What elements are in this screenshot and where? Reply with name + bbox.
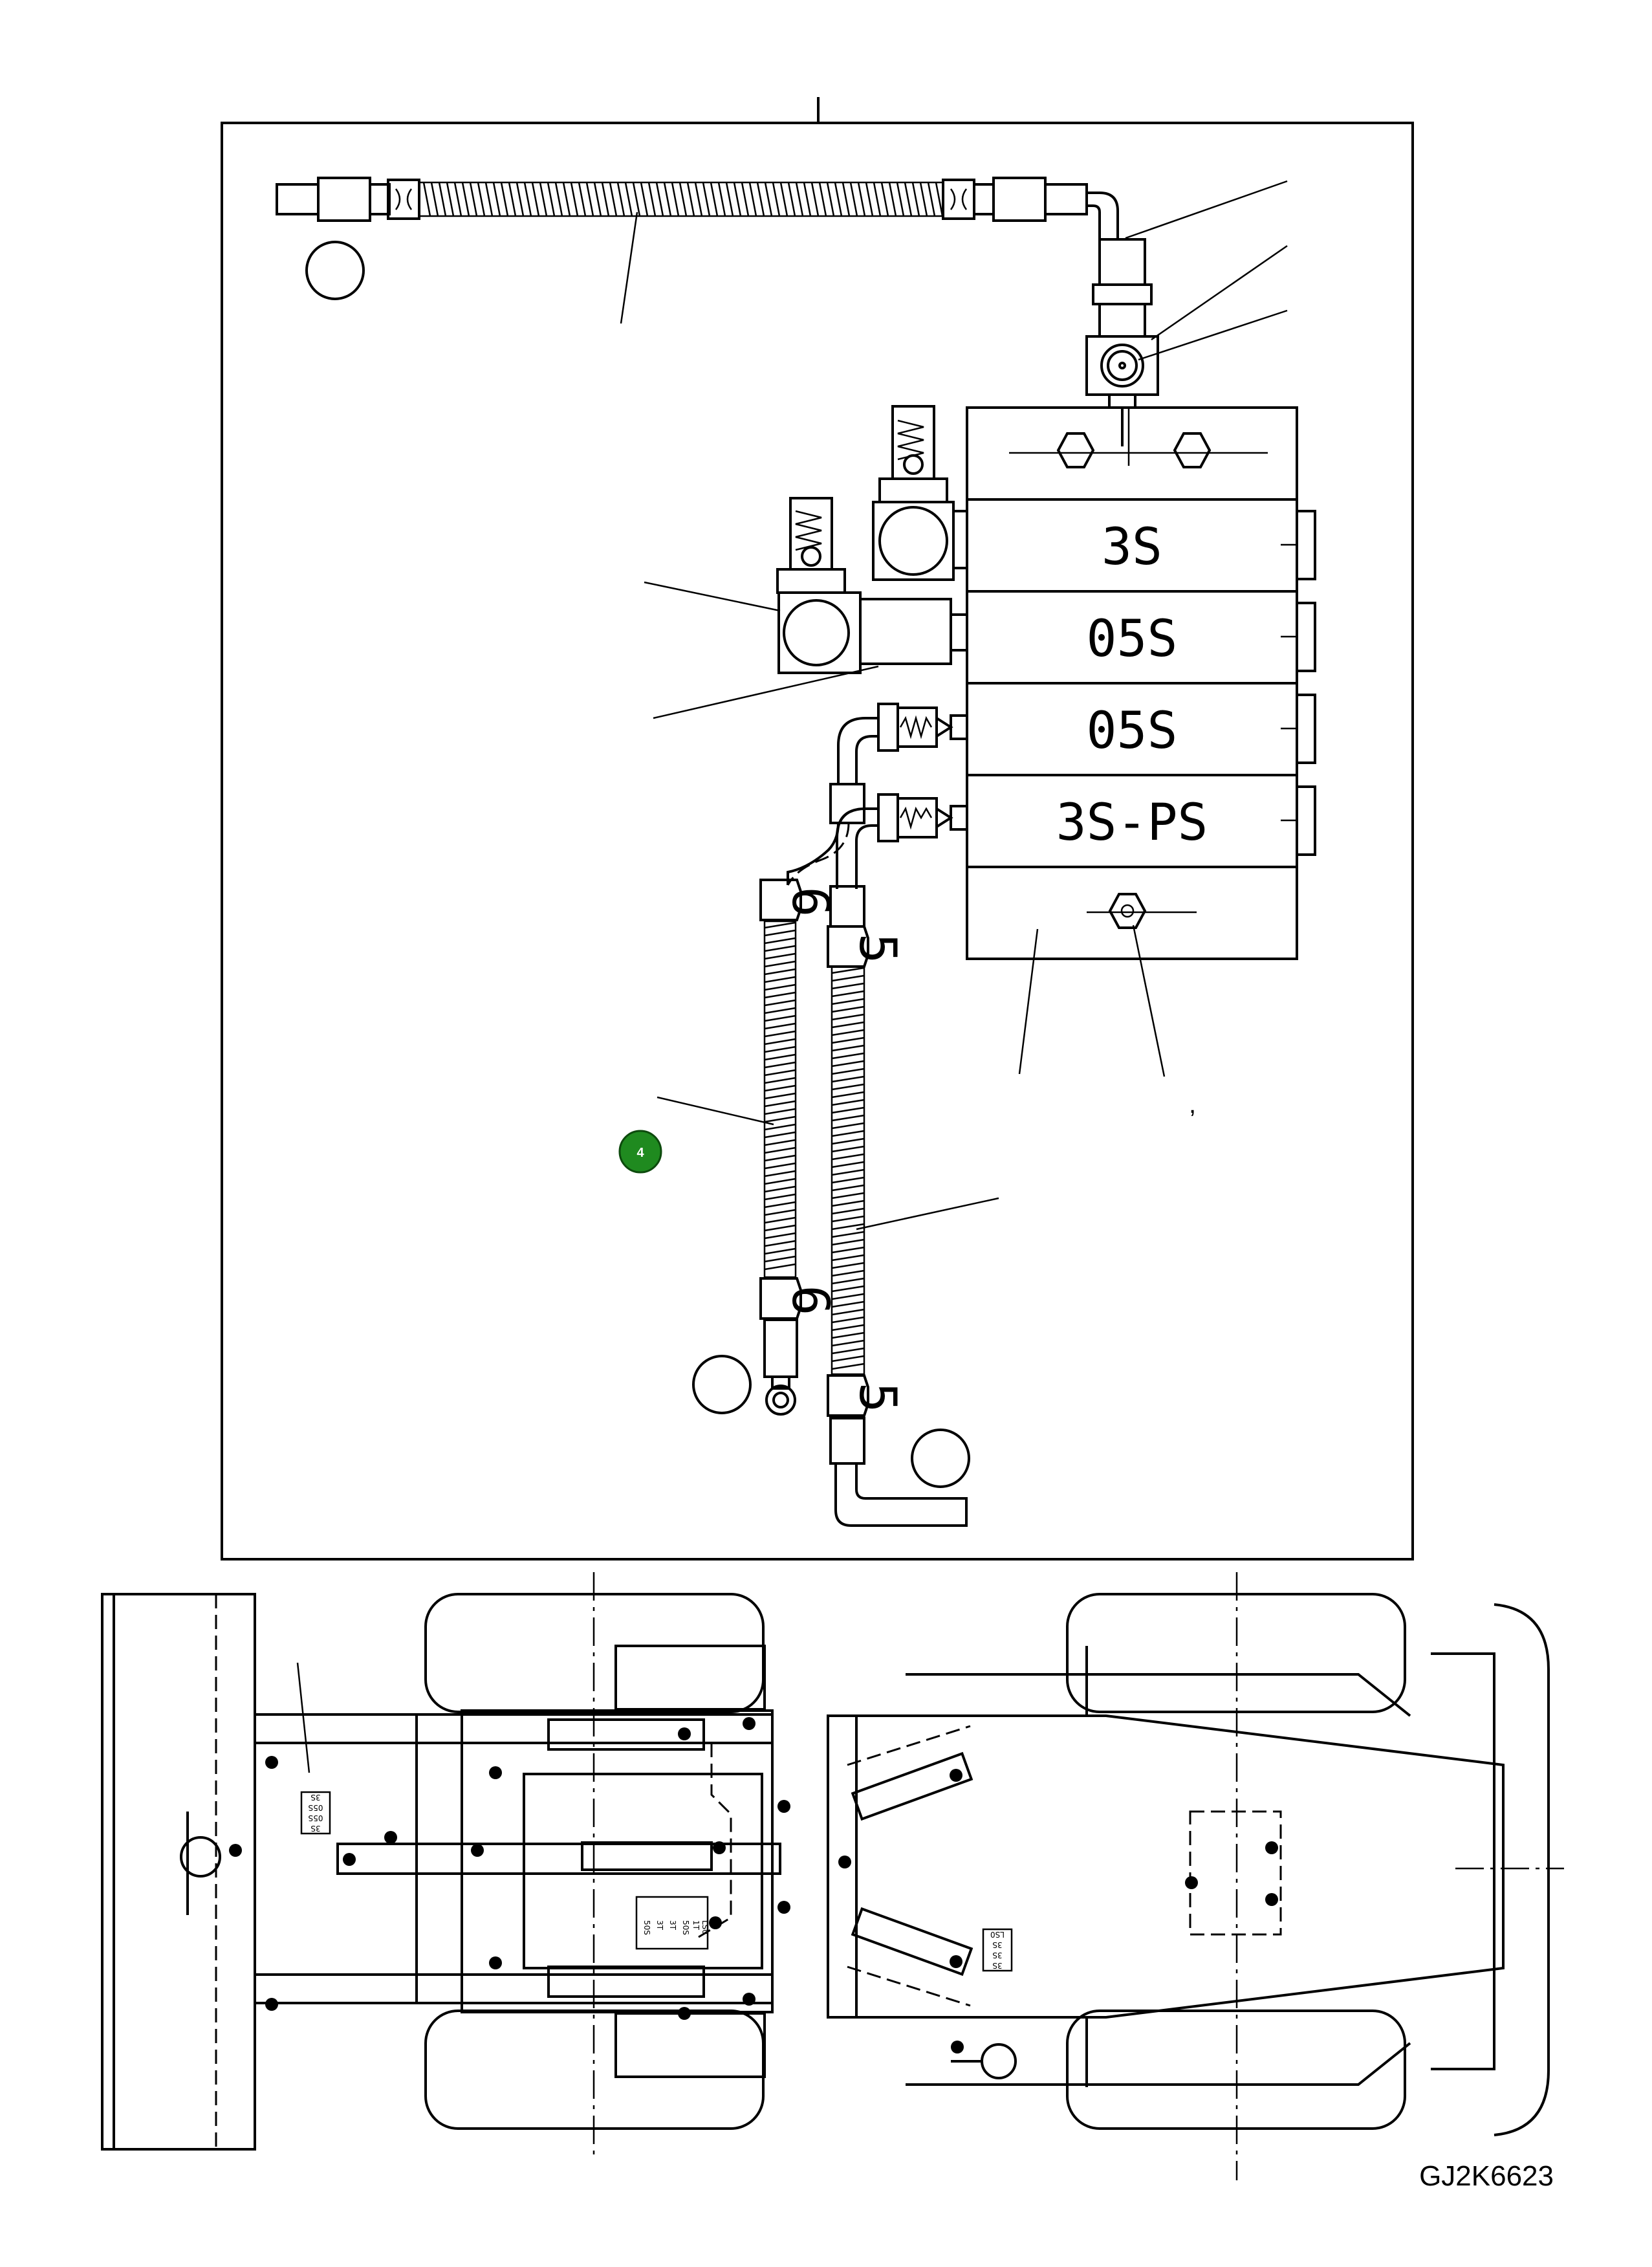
- highlight-callout-4: 4: [618, 1130, 662, 1174]
- inlet-fitting: [1085, 238, 1159, 446]
- section-label-2: 05S: [1087, 610, 1178, 668]
- callout-circle-c: [911, 1429, 970, 1488]
- section-label-1: 3S: [1102, 518, 1162, 576]
- svg-text:50S: 50S: [681, 1920, 690, 1935]
- grease-points: [229, 1717, 1278, 2053]
- svg-text:3T: 3T: [668, 1920, 677, 1931]
- drawing-reference: GJ2K6623: [1419, 2160, 1554, 2192]
- svg-text:3T: 3T: [655, 1920, 664, 1931]
- hose-marker-5-bottom: 5: [848, 1383, 906, 1413]
- label-stack-center: 50S 3T 3T 50S 1T LS0: [635, 1896, 710, 1950]
- check-valve-1: [877, 703, 968, 752]
- highlight-callout-label: 4: [636, 1146, 644, 1160]
- comma-mark: ,: [1189, 1090, 1196, 1119]
- leader-lines: [620, 180, 1288, 1231]
- hose-5: 5 5: [827, 885, 968, 1527]
- svg-text:3S: 3S: [992, 1961, 1002, 1970]
- relief-valve-upper: [872, 405, 968, 581]
- svg-text:1T: 1T: [691, 1920, 701, 1931]
- detail-view: 3S 05S 05S 3S-PS: [221, 97, 1414, 1561]
- svg-text:05S: 05S: [309, 1803, 323, 1812]
- svg-text:3S: 3S: [310, 1793, 320, 1802]
- svg-text:3S: 3S: [992, 1940, 1002, 1949]
- manifold-block: 3S 05S 05S 3S-PS: [966, 406, 1316, 960]
- supply-hose: [276, 177, 1119, 240]
- plan-view: 3S 05S 05S 3S 50S 3T 3T 50S 1T LS0 LS0 3…: [101, 1572, 1564, 2180]
- svg-text:LS0: LS0: [701, 1920, 710, 1934]
- check-valve-2: [877, 793, 968, 842]
- callout-circle-b: [692, 1355, 752, 1414]
- svg-text:50S: 50S: [642, 1920, 651, 1935]
- hose-marker-5-top: 5: [848, 934, 906, 964]
- callout-circle-a: [305, 241, 365, 300]
- label-stack-left: 3S 05S 05S 3S: [300, 1791, 331, 1835]
- svg-text:3S: 3S: [310, 1824, 320, 1833]
- relief-valve-lower: [776, 497, 968, 674]
- section-label-4: 3S-PS: [1056, 794, 1208, 852]
- svg-text:3S: 3S: [992, 1951, 1002, 1960]
- svg-text:05S: 05S: [309, 1813, 323, 1823]
- hose-marker-6-bottom: 6: [781, 1286, 839, 1316]
- detail-frame: [221, 122, 1414, 1561]
- section-label-3: 05S: [1087, 702, 1178, 760]
- svg-text:LS0: LS0: [990, 1930, 1005, 1939]
- label-stack-right: LS0 3S 3S 3S: [982, 1928, 1013, 1972]
